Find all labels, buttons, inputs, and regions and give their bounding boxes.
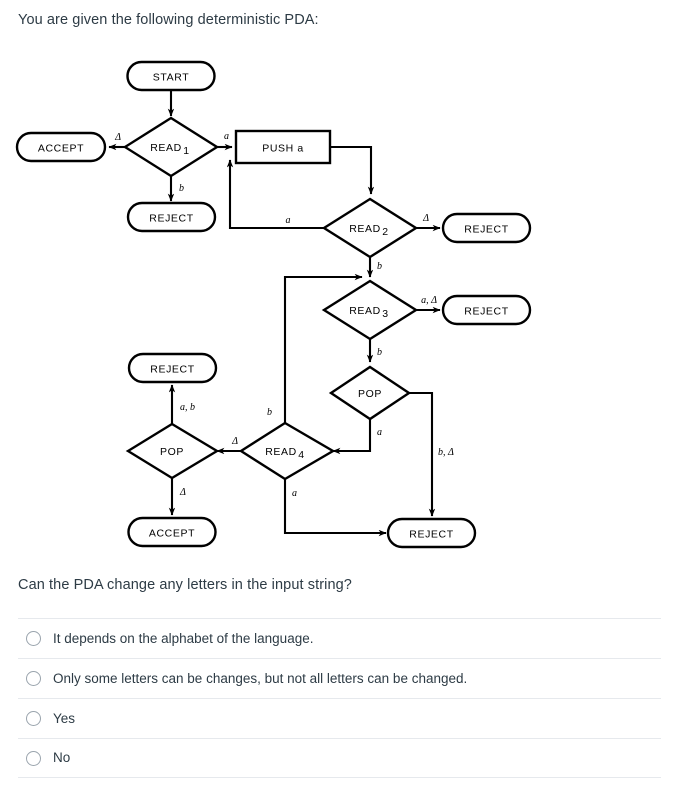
node-reject-4-label: REJECT [150, 364, 194, 376]
edge-read2-pusha [226, 159, 324, 230]
edge-label-pop1-read4-a: a [377, 427, 382, 438]
pda-flowchart-diagram: START READ 1 ACCEPT REJECT [0, 48, 620, 568]
edge-label-pop1-reject5: b, Δ [438, 447, 454, 458]
question-text: Can the PDA change any letters in the in… [18, 577, 352, 593]
radio-button-icon[interactable] [26, 631, 41, 646]
node-read2-subscript: 2 [382, 226, 388, 238]
edge-pop1-reject [409, 391, 436, 517]
node-read2-label: READ [349, 223, 381, 235]
edge-label-read2-reject: Δ [422, 213, 429, 224]
node-start-label: START [153, 72, 189, 84]
radio-button-icon[interactable] [26, 671, 41, 686]
edge-label-read1-reject: b [179, 183, 184, 194]
node-read4: READ 4 [238, 421, 336, 481]
pda-flowchart-svg: START READ 1 ACCEPT REJECT [15, 60, 532, 549]
node-reject-5: REJECT [386, 517, 477, 549]
edge-label-read3-pop1: b [377, 347, 382, 358]
node-pop-1: POP [328, 365, 412, 421]
radio-button-icon[interactable] [26, 711, 41, 726]
edge-label-pop2-reject4: a, b [180, 402, 195, 413]
node-read2: READ 2 [321, 197, 419, 259]
node-accept-2: ACCEPT [127, 516, 217, 548]
node-read1: READ 1 [122, 116, 220, 178]
answer-options-list: It depends on the alphabet of the langua… [18, 618, 661, 778]
edge-label-read4-read3: b [267, 407, 272, 418]
node-pop-2-label: POP [160, 446, 184, 458]
node-pop-2: POP [125, 422, 220, 480]
node-read1-label: READ [150, 142, 182, 154]
edge-label-layer: Δ b a Δ a b a, Δ b a b, Δ b Δ a a, b Δ [114, 131, 454, 499]
answer-option-label: Yes [53, 710, 76, 726]
node-reject-2: REJECT [441, 212, 532, 244]
node-reject-4: REJECT [127, 352, 218, 384]
answer-option[interactable]: It depends on the alphabet of the langua… [18, 618, 661, 658]
edge-label-read4-pop2: Δ [231, 436, 238, 447]
edge-label-read3-reject: a, Δ [421, 295, 437, 306]
node-read3-label: READ [349, 305, 381, 317]
node-start: START [126, 60, 216, 92]
answer-option-label: Only some letters can be changes, but no… [53, 670, 468, 686]
node-push-a: PUSH a [234, 129, 332, 165]
answer-option-label: No [53, 750, 71, 765]
node-reject-3-label: REJECT [464, 306, 508, 318]
edge-read4-read3 [283, 273, 363, 423]
node-reject-1-label: REJECT [149, 213, 193, 225]
node-reject-2-label: REJECT [464, 224, 508, 236]
node-read1-subscript: 1 [183, 145, 189, 157]
node-accept-1: ACCEPT [15, 131, 107, 163]
edge-label-read2-pusha: a [286, 215, 291, 226]
node-reject-3: REJECT [441, 294, 532, 326]
node-reject-5-label: REJECT [409, 529, 453, 541]
node-reject-1: REJECT [126, 201, 217, 233]
node-read4-subscript: 4 [298, 449, 304, 461]
edge-read4-reject [283, 479, 387, 537]
edge-label-read1-pusha: a [224, 131, 229, 142]
node-read4-label: READ [265, 446, 297, 458]
node-read3-subscript: 3 [382, 308, 388, 320]
edge-pusha-read2 [330, 145, 375, 195]
answer-option[interactable]: No [18, 738, 661, 778]
edge-layer [108, 90, 441, 537]
edge-label-pop2-accept2: Δ [179, 487, 186, 498]
node-accept-1-label: ACCEPT [38, 143, 84, 155]
radio-button-icon[interactable] [26, 750, 41, 766]
node-pop-1-label: POP [358, 388, 382, 400]
edge-label-read2-read3: b [377, 261, 382, 272]
prompt-text: You are given the following deterministi… [18, 12, 319, 28]
edge-label-read4-reject5: a [292, 488, 297, 499]
node-accept-2-label: ACCEPT [149, 528, 195, 540]
answer-option-label: It depends on the alphabet of the langua… [53, 630, 314, 646]
node-push-a-label: PUSH a [262, 143, 304, 155]
answer-option[interactable]: Yes [18, 698, 661, 738]
node-layer: START READ 1 ACCEPT REJECT [15, 60, 532, 549]
node-read3: READ 3 [321, 279, 419, 341]
edge-label-read1-accept: Δ [114, 132, 121, 143]
edge-pop1-read4 [332, 419, 372, 455]
answer-option[interactable]: Only some letters can be changes, but no… [18, 658, 661, 698]
